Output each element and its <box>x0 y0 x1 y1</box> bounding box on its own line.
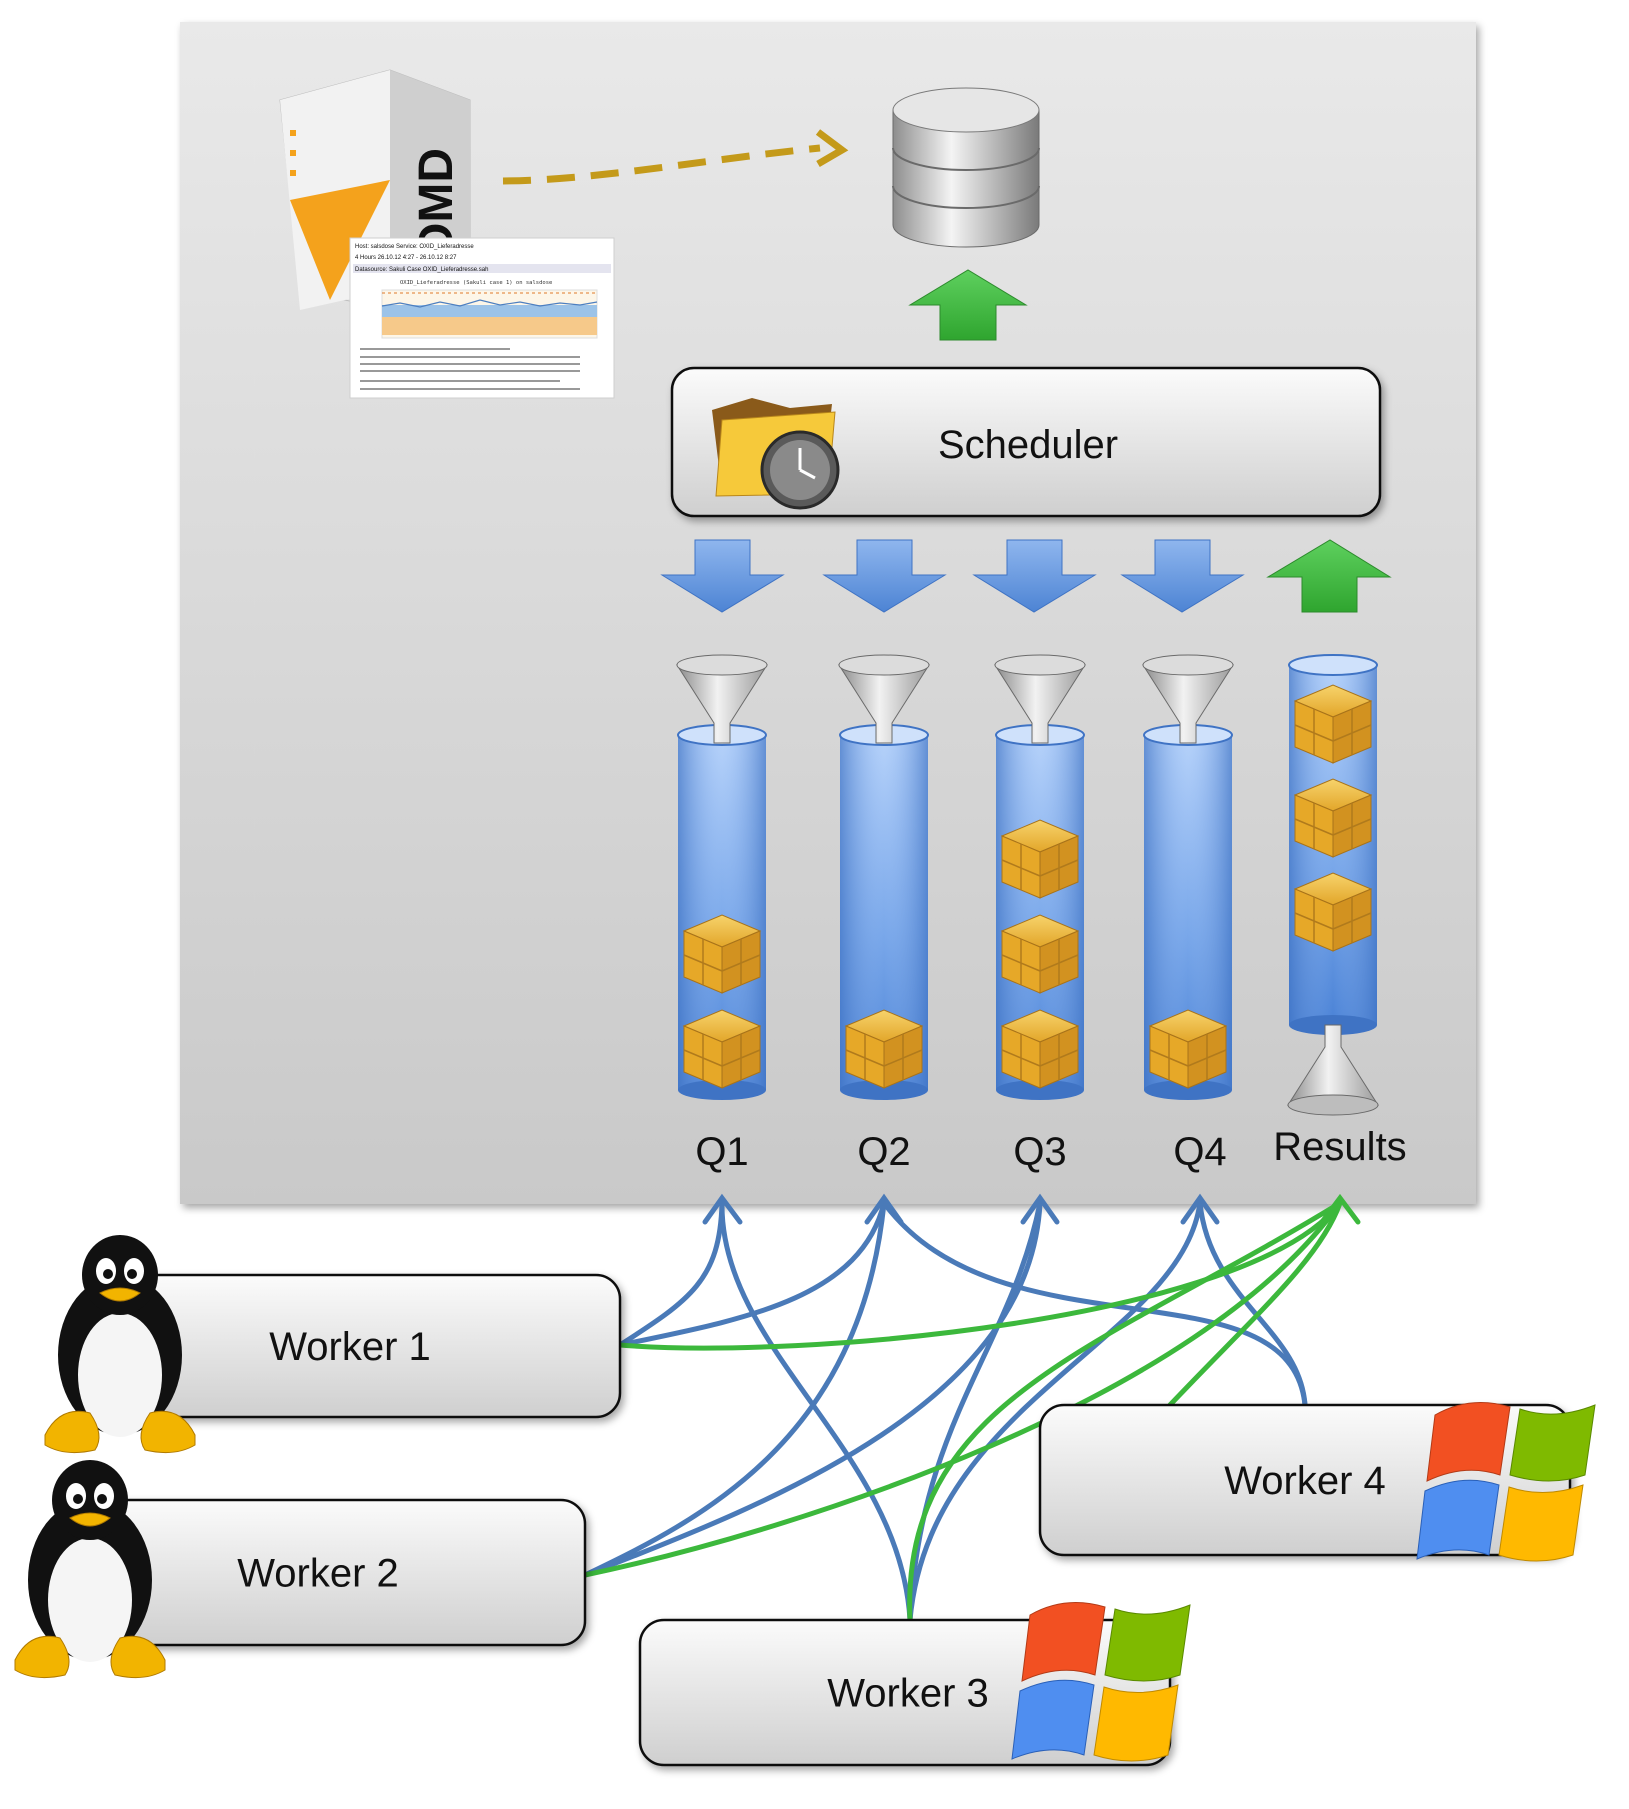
job-cube-icon <box>1148 1009 1228 1089</box>
linux-penguin-icon <box>44 1235 196 1454</box>
link-w1-results <box>617 1200 1343 1351</box>
job-cube-icon <box>1293 872 1373 952</box>
job-cube-icon <box>1000 914 1080 994</box>
windows-logo-icon <box>1011 1602 1191 1762</box>
job-cube-icon <box>1293 778 1373 858</box>
q1-feed-arrow <box>660 539 785 613</box>
link-w3-results <box>907 1200 1343 1623</box>
worker-3: Worker 3 <box>638 1602 1191 1767</box>
q3-feed-arrow <box>972 539 1097 613</box>
queue-label: Q3 <box>1013 1130 1066 1174</box>
worker-nodes: Worker 1 Worker 2 Worker 3 Worker 4 <box>14 1235 1596 1767</box>
queue-label: Q2 <box>857 1130 910 1174</box>
link-w2-q3 <box>582 1200 1043 1578</box>
graph-host-line: Host: salsdose Service: OXID_Lieferadres… <box>355 244 474 250</box>
worker-2: Worker 2 <box>14 1460 587 1679</box>
worker-label: Worker 1 <box>269 1325 431 1369</box>
job-cube-icon <box>1000 1009 1080 1089</box>
link-w2-results <box>582 1200 1343 1578</box>
worker-queue-links <box>582 1193 1361 1623</box>
results-label: Results <box>1273 1125 1406 1169</box>
queue-feed-arrows <box>660 539 1392 613</box>
results-up-arrow <box>1266 539 1392 613</box>
worker-1: Worker 1 <box>44 1235 622 1454</box>
job-cube-icon <box>682 1009 762 1089</box>
funnel-icon <box>838 654 930 744</box>
link-w4-results <box>1167 1200 1343 1408</box>
link-w1-q2 <box>617 1200 887 1348</box>
funnel-icon <box>1142 654 1234 744</box>
link-w1-q1 <box>617 1200 725 1348</box>
funnel-icon <box>994 654 1086 744</box>
queue-label: Q1 <box>695 1130 748 1174</box>
database-icon <box>892 87 1040 248</box>
worker-label: Worker 2 <box>237 1552 399 1596</box>
queue-4: Q4 <box>1142 654 1234 1174</box>
linux-penguin-icon <box>14 1460 166 1679</box>
link-w3-q1 <box>719 1200 913 1623</box>
job-cube-icon <box>1000 819 1080 899</box>
job-cube-icon <box>682 914 762 994</box>
queue-tubes: Q1 Q2 Q3 Q4 Results <box>676 654 1407 1174</box>
scheduler-label: Scheduler <box>938 423 1118 467</box>
q4-feed-arrow <box>1120 539 1245 613</box>
graph-datasource-line: Datasource: Sakuli Case OXID_Lieferadres… <box>355 267 488 273</box>
job-cube-icon <box>1293 684 1373 764</box>
windows-logo-icon <box>1416 1402 1596 1562</box>
link-w4-q4 <box>1197 1200 1308 1408</box>
worker-label: Worker 3 <box>827 1672 989 1716</box>
graph-title: OXID_Lieferadresse (Sakuli case 1) on sa… <box>400 280 552 286</box>
queue-label: Q4 <box>1173 1130 1226 1174</box>
results-queue: Results <box>1273 654 1407 1169</box>
link-w3-q4 <box>907 1200 1203 1623</box>
funnel-icon <box>1287 1024 1379 1116</box>
worker-4: Worker 4 <box>1038 1402 1596 1562</box>
queue-2: Q2 <box>838 654 930 1174</box>
worker-label: Worker 4 <box>1224 1459 1386 1503</box>
performance-graph-card: Host: salsdose Service: OXID_Lieferadres… <box>349 237 615 399</box>
link-w4-q2 <box>881 1200 1308 1408</box>
link-w2-q2 <box>582 1200 887 1578</box>
queue-1: Q1 <box>676 654 768 1174</box>
job-cube-icon <box>844 1009 924 1089</box>
q2-feed-arrow <box>822 539 947 613</box>
graph-range-line: 4 Hours 26.10.12 4:27 - 26.10.12 8:27 <box>355 255 457 261</box>
funnel-icon <box>676 654 768 744</box>
queue-3: Q3 <box>994 654 1086 1174</box>
scheduler-folder-clock-icon <box>712 398 840 510</box>
dashed-arrow <box>502 129 849 185</box>
scheduler-to-db-arrow <box>908 269 1028 341</box>
scheduler-box: Scheduler <box>670 366 1382 518</box>
